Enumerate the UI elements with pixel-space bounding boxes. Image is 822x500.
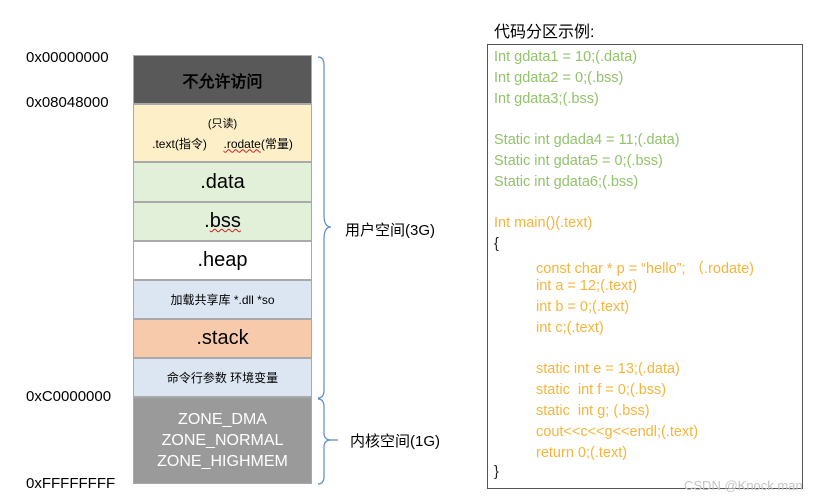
segment-bss-word: bss <box>209 210 241 232</box>
segment-forbidden: 不允许访问 <box>133 55 312 104</box>
segment-cmdline: 命令行参数 环境变量 <box>133 358 312 397</box>
kernel-space-brace <box>317 398 338 485</box>
segment-heap-label: .heap <box>197 249 248 271</box>
segment-forbidden-label: 不允许访问 <box>182 73 263 91</box>
segment-text-note: (只读) <box>207 117 238 130</box>
segment-rodata-word: .rodate <box>223 136 261 151</box>
code-line: const char * p = “hello”; （.rodate) <box>536 261 755 277</box>
segment-shared-lib-label: 加载共享库 *.dll *so <box>170 293 275 307</box>
code-panel-title: 代码分区示例: <box>494 24 595 41</box>
segment-data: .data <box>133 162 312 202</box>
code-line: static int e = 13;(.data) <box>536 361 680 377</box>
code-line: } <box>494 464 499 480</box>
code-line: Static int gdada4 = 11;(.data) <box>494 132 680 148</box>
segment-cmdline-label: 命令行参数 环境变量 <box>166 371 279 385</box>
code-line: static int g; (.bss) <box>536 403 650 419</box>
segment-bss-dot: . <box>204 210 210 232</box>
code-line: Int gdata1 = 10;(.data) <box>494 49 638 65</box>
segment-stack: .stack <box>133 319 312 358</box>
segment-text: (只读) .text(指令) .rodate(常量) <box>133 104 312 162</box>
code-line: Int gdata3;(.bss) <box>494 91 599 107</box>
watermark: CSDN @Knock man <box>684 478 803 493</box>
code-line: cout<<c<<g<<endl;(.text) <box>536 424 699 440</box>
kernel-zone-dma: ZONE_DMA <box>178 411 267 428</box>
code-line: return 0;(.text) <box>536 445 628 461</box>
address-end: 0xFFFFFFFF <box>26 475 116 492</box>
segment-bss: .bss <box>133 202 312 241</box>
code-line: int b = 0;(.text) <box>536 299 630 315</box>
user-space-label: 用户空间(3G) <box>345 222 436 239</box>
code-panel <box>487 44 803 489</box>
code-line: Int main()(.text) <box>494 215 593 231</box>
segment-text-label: .text(指令) <box>152 136 207 151</box>
code-line: { <box>494 236 499 252</box>
segment-stack-label: .stack <box>196 327 249 349</box>
user-space-brace <box>317 56 332 399</box>
segment-kernel: ZONE_DMA ZONE_NORMAL ZONE_HIGHMEM <box>133 397 312 484</box>
kernel-zone-normal: ZONE_NORMAL <box>161 432 284 449</box>
segment-data-label: .data <box>200 170 245 193</box>
segment-heap: .heap <box>133 241 312 280</box>
address-kernel-start: 0xC0000000 <box>26 388 112 405</box>
kernel-zone-highmem: ZONE_HIGHMEM <box>157 453 288 470</box>
code-line: static int f = 0;(.bss) <box>536 382 667 398</box>
code-line: Static int gdata6;(.bss) <box>494 174 639 190</box>
kernel-space-label: 内核空间(1G) <box>350 433 441 450</box>
address-text-start: 0x08048000 <box>26 94 109 111</box>
address-start: 0x00000000 <box>26 49 109 66</box>
segment-shared-lib: 加载共享库 *.dll *so <box>133 280 312 319</box>
segment-rodata-suffix: (常量) <box>260 136 293 151</box>
code-line: Static int gdata5 = 0;(.bss) <box>494 153 663 169</box>
code-line: int a = 12;(.text) <box>536 278 638 294</box>
segment-text-labels: .text(指令) .rodate(常量) <box>152 135 293 152</box>
code-line: int c;(.text) <box>536 320 604 336</box>
code-line: Int gdata2 = 0;(.bss) <box>494 70 624 86</box>
